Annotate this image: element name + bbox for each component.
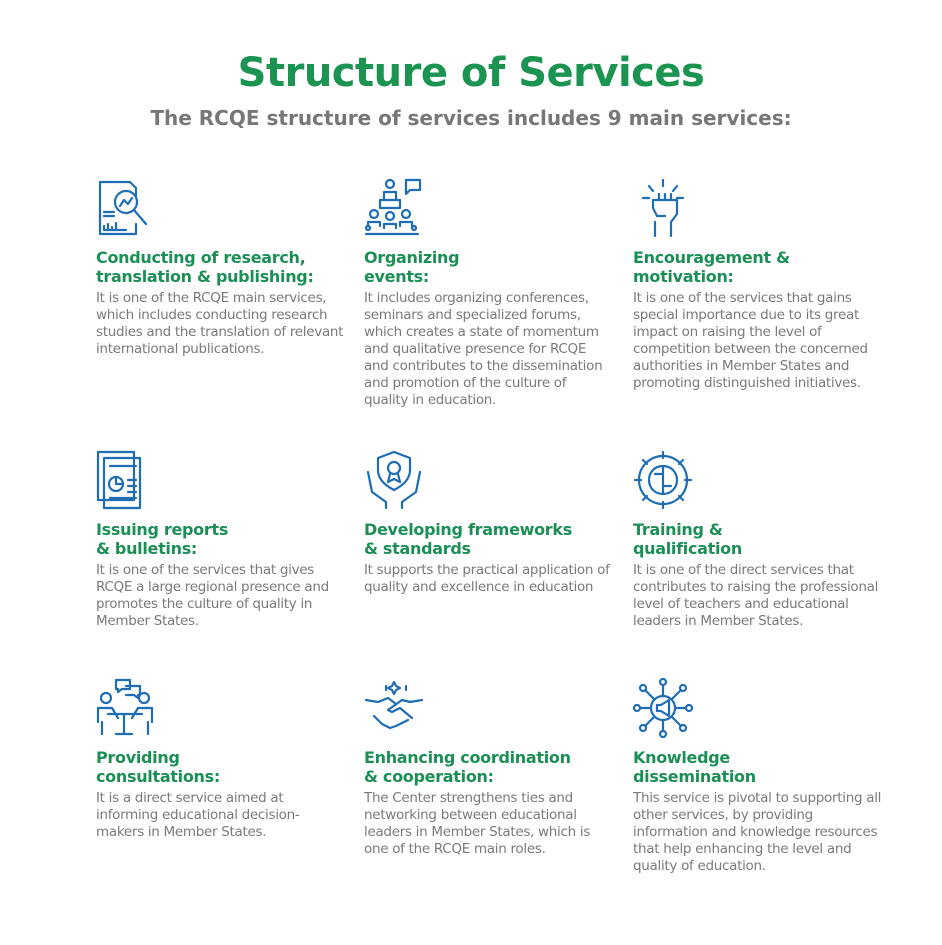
service-card: Developing frameworks & standards It sup… bbox=[364, 450, 614, 596]
reports-documents-icon bbox=[96, 450, 142, 510]
megaphone-network-icon bbox=[633, 678, 693, 738]
service-card: Organizing events: It includes organizin… bbox=[364, 178, 614, 409]
service-card: Encouragement & motivation: It is one of… bbox=[633, 178, 883, 392]
service-card: Providing consultations: It is a direct … bbox=[96, 678, 346, 841]
service-card: Issuing reports & bulletins: It is one o… bbox=[96, 450, 346, 630]
service-card: Knowledge dissemination This service is … bbox=[633, 678, 883, 875]
hands-badge-icon bbox=[366, 450, 422, 510]
brain-gear-icon bbox=[633, 450, 693, 510]
consultation-people-icon bbox=[96, 678, 154, 736]
service-card: Enhancing coordination & cooperation: Th… bbox=[364, 678, 614, 858]
page-subtitle: The RCQE structure of services includes … bbox=[150, 106, 792, 130]
events-presenter-icon bbox=[364, 178, 422, 236]
research-magnifier-icon bbox=[98, 180, 148, 236]
service-card: Training & qualification It is one of th… bbox=[633, 450, 883, 630]
handshake-icon bbox=[364, 680, 424, 730]
page-title: Structure of Services bbox=[237, 50, 705, 96]
service-card: Conducting of research, translation & pu… bbox=[96, 178, 346, 358]
raised-fist-icon bbox=[641, 178, 685, 238]
